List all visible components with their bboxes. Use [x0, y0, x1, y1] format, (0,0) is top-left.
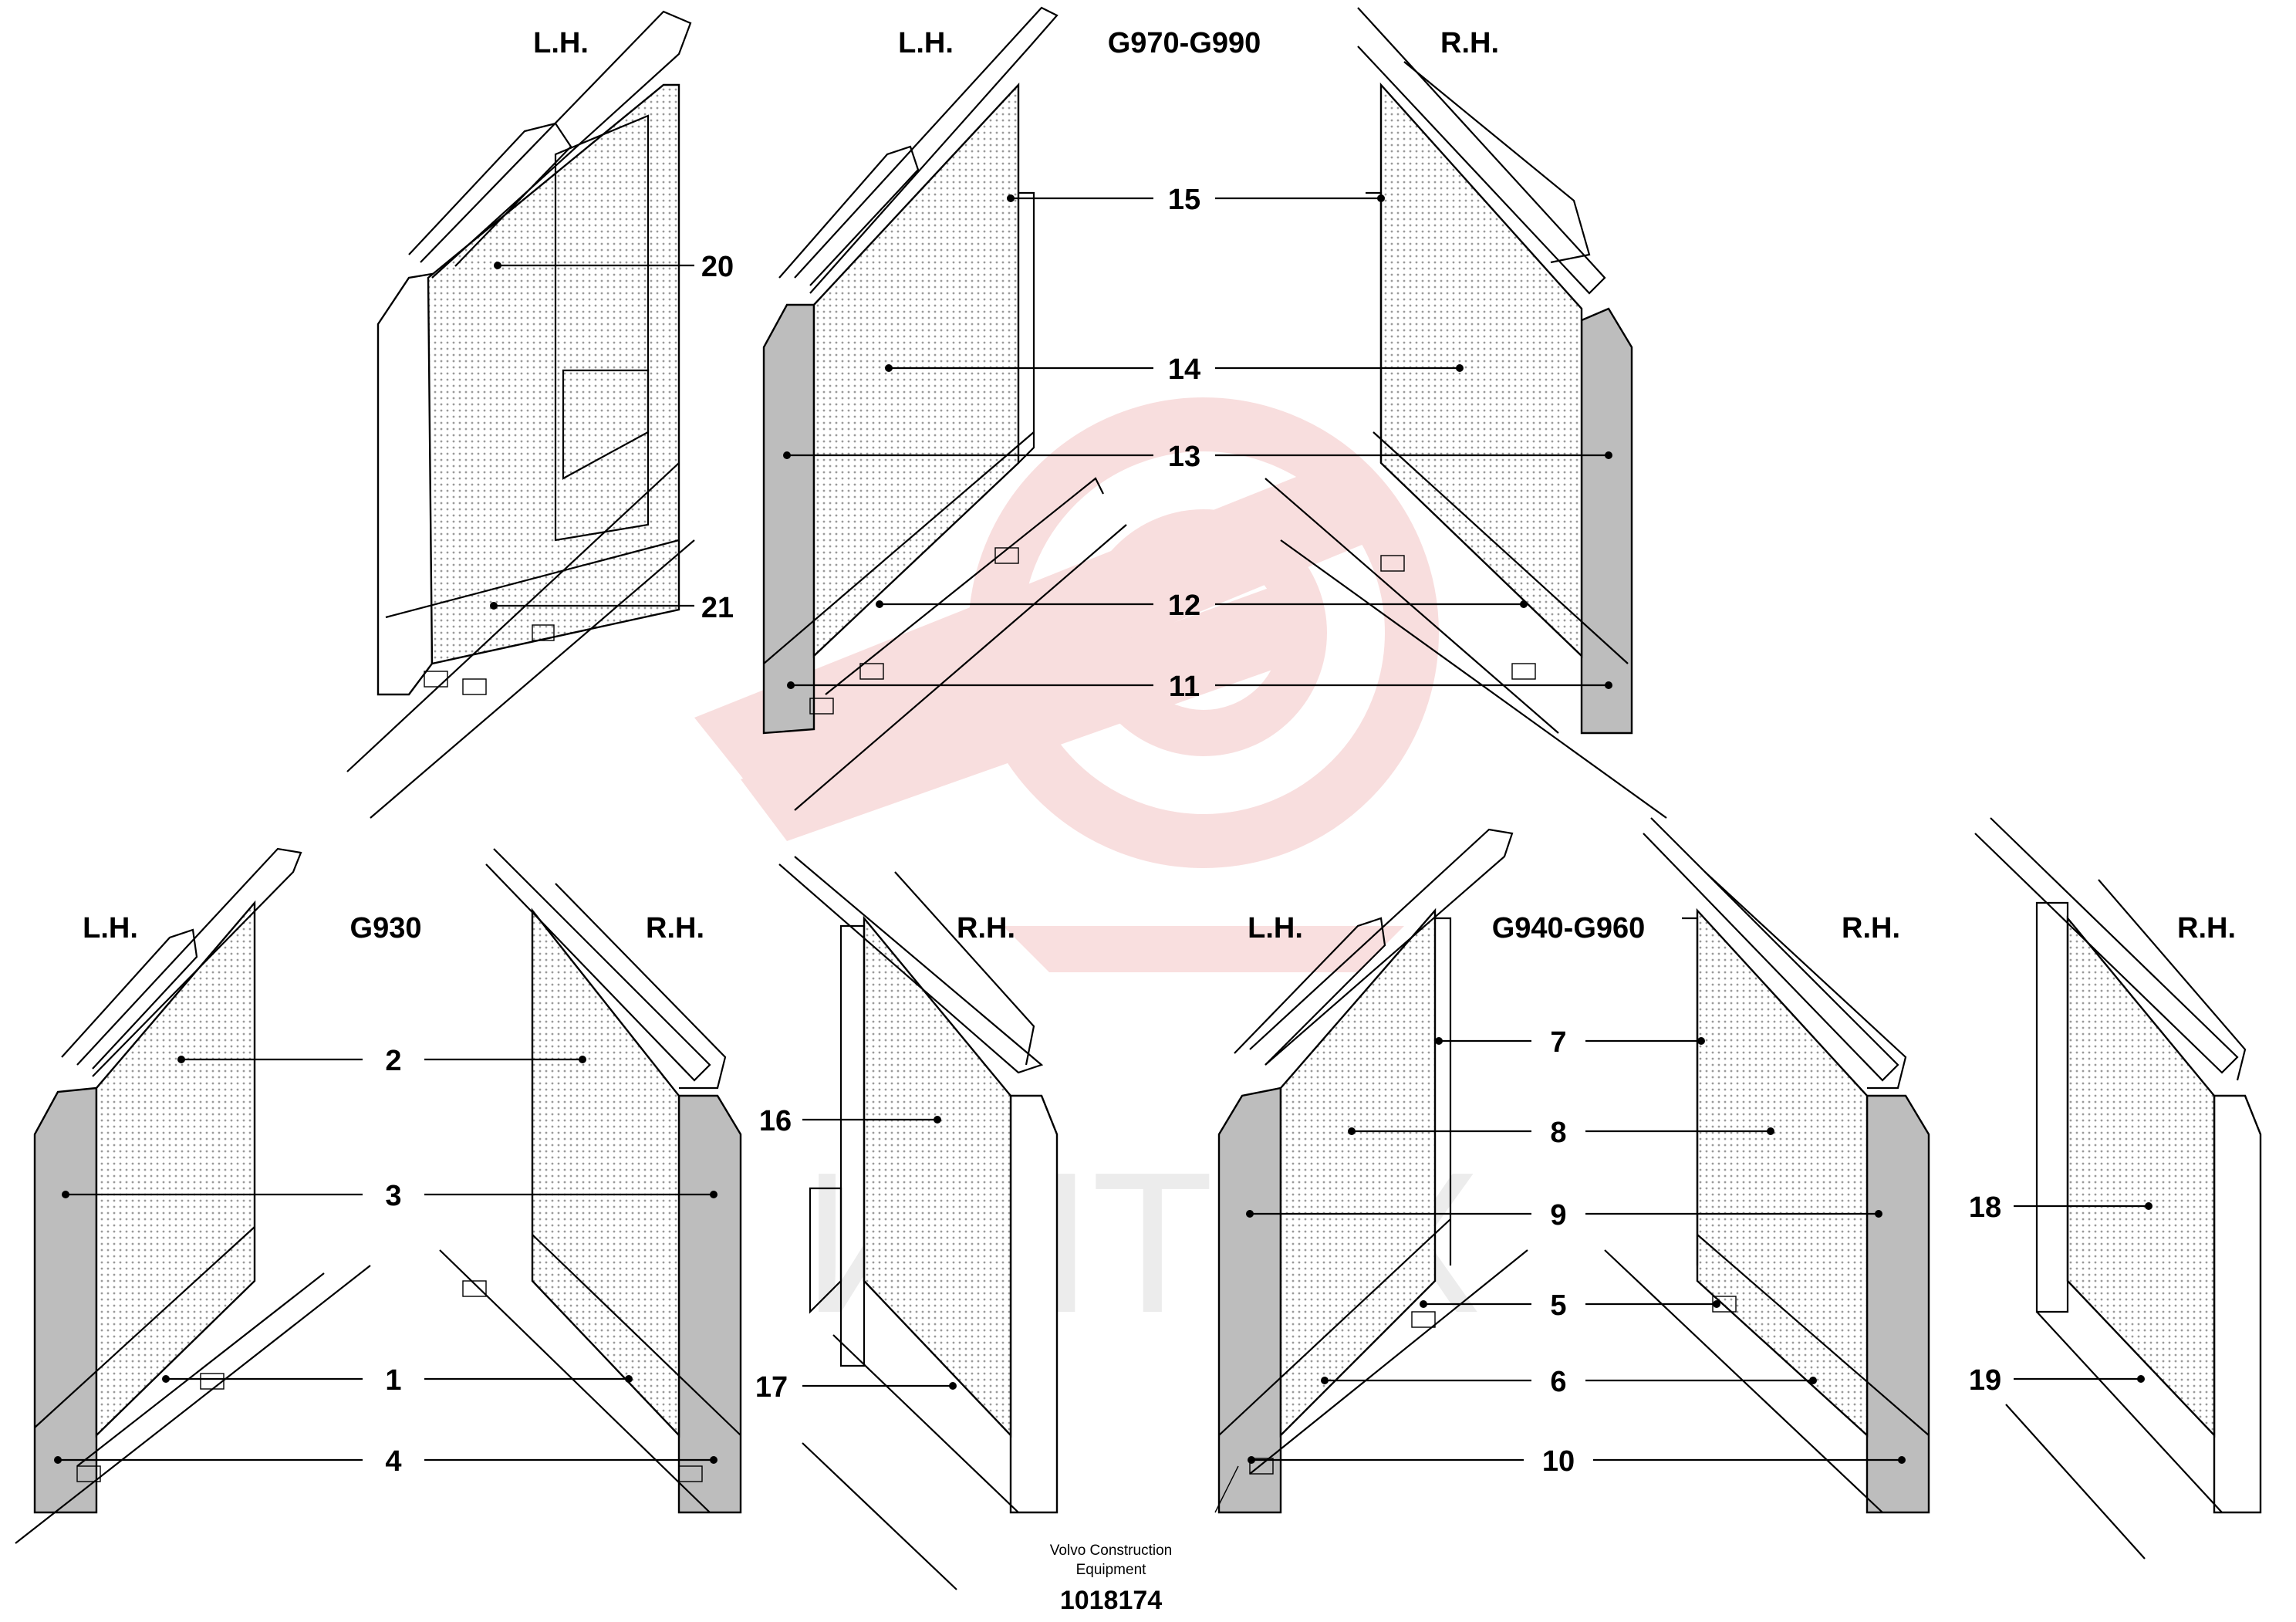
door-bottom-center-left — [1217, 828, 1528, 1514]
header-rh-bottom-center: R.H. — [1842, 912, 1900, 944]
door-top-center-left — [762, 6, 1127, 811]
document-number: 1018174 — [1060, 1586, 1162, 1615]
header-lh-top-center: L.H. — [898, 27, 954, 59]
header-labels: L.H. L.H. G970-G990 R.H. L.H. G930 R.H. … — [83, 27, 2236, 944]
header-model-g930: G930 — [350, 912, 422, 944]
header-lh-bottom-left: L.H. — [83, 912, 138, 944]
door-top-left — [346, 10, 695, 819]
caption-leader — [1214, 1465, 1239, 1513]
callout-13: 13 — [1168, 441, 1200, 473]
callout-5: 5 — [1550, 1289, 1566, 1322]
door-top-center-right — [1264, 7, 1667, 819]
header-model-g970-g990: G970-G990 — [1108, 27, 1261, 59]
callout-4: 4 — [385, 1445, 401, 1478]
callout-7: 7 — [1550, 1026, 1566, 1059]
callout-2: 2 — [385, 1045, 401, 1077]
door-bottom-middle — [778, 856, 1059, 1590]
callout-12: 12 — [1168, 590, 1200, 622]
callout-21: 21 — [701, 592, 734, 624]
callout-numbers: 20 21 15 14 13 12 11 2 3 1 4 16 17 7 8 9… — [385, 184, 2001, 1478]
door-bottom-right — [1974, 817, 2262, 1559]
callout-9: 9 — [1550, 1199, 1566, 1232]
door-bottom-center-right — [1604, 817, 1930, 1514]
caption-company-line2: Equipment — [1076, 1562, 1147, 1578]
header-lh-top-left: L.H. — [533, 27, 589, 59]
header-rh-bottom-middle: R.H. — [957, 912, 1015, 944]
callout-20: 20 — [701, 251, 734, 283]
callout-6: 6 — [1550, 1366, 1566, 1398]
callout-3: 3 — [385, 1180, 401, 1212]
callout-8: 8 — [1550, 1117, 1566, 1149]
callout-17: 17 — [755, 1371, 788, 1404]
header-rh-bottom-right: R.H. — [2177, 912, 2236, 944]
watermark-logo — [694, 397, 1439, 972]
callout-15: 15 — [1168, 184, 1200, 216]
header-lh-bottom-center: L.H. — [1248, 912, 1303, 944]
header-rh-bottom-left: R.H. — [646, 912, 704, 944]
caption-block: Volvo Construction Equipment 1018174 — [1050, 1543, 1172, 1615]
callout-16: 16 — [759, 1105, 792, 1137]
callout-10: 10 — [1542, 1445, 1575, 1478]
header-rh-top-center: R.H. — [1440, 27, 1499, 59]
caption-company-line1: Volvo Construction — [1050, 1543, 1172, 1559]
header-model-g940-g960: G940-G960 — [1492, 912, 1646, 944]
door-bottom-left-right — [439, 848, 742, 1514]
callout-18: 18 — [1969, 1191, 2001, 1224]
leader-lines — [54, 194, 2152, 1513]
callout-19: 19 — [1969, 1364, 2001, 1397]
callout-14: 14 — [1168, 353, 1200, 386]
callout-1: 1 — [385, 1364, 401, 1397]
callout-11: 11 — [1169, 671, 1200, 703]
